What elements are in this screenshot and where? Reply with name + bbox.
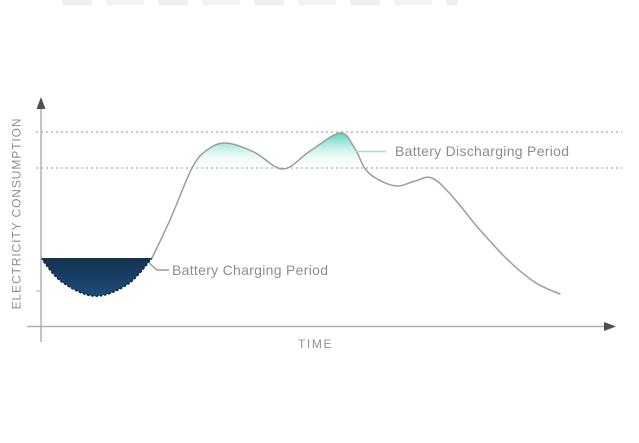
battery-charging-area bbox=[41, 258, 152, 297]
battery-charging-label: Battery Charging Period bbox=[172, 262, 329, 278]
consumption-curve bbox=[151, 132, 561, 295]
battery-discharging-label: Battery Discharging Period bbox=[395, 143, 570, 159]
y-axis-label: ELECTRICITY CONSUMPTION bbox=[9, 117, 24, 310]
cropped-text-artifact bbox=[62, 0, 458, 5]
charging-area-edge bbox=[40, 257, 153, 297]
battery-charging-connector bbox=[148, 262, 169, 271]
y-axis-arrowhead bbox=[36, 97, 46, 109]
battery-discharging-area bbox=[192, 132, 366, 170]
x-axis-label: TIME bbox=[298, 337, 334, 351]
x-axis-arrowhead bbox=[604, 322, 616, 331]
